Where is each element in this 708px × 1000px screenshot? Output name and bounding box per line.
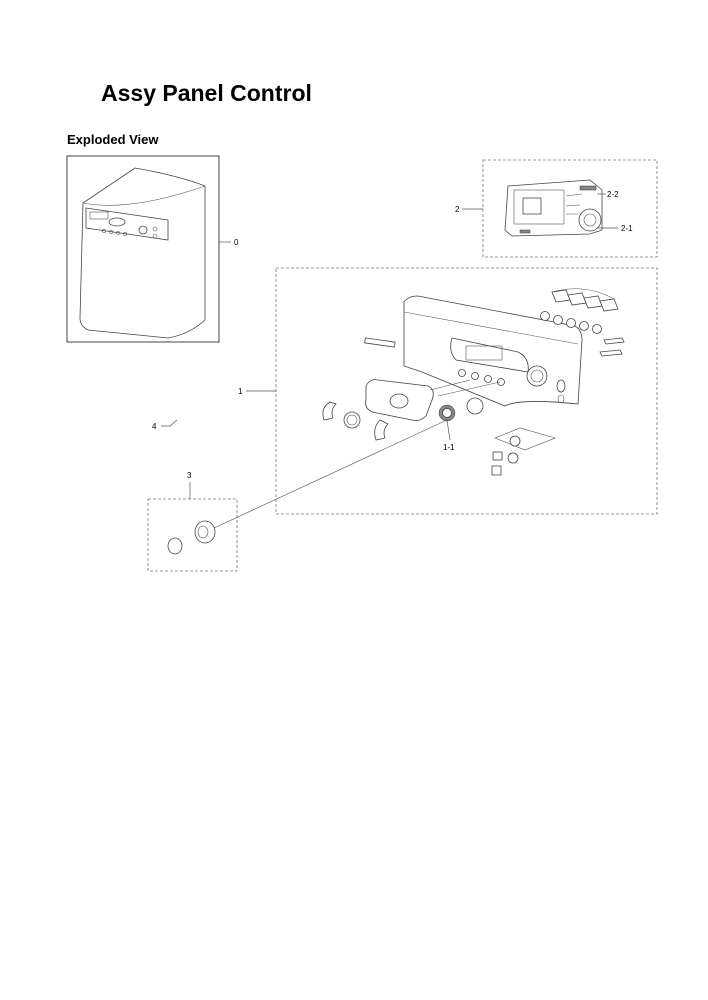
- callout-2-2: 2-2: [607, 190, 619, 199]
- callout-2: 2: [455, 205, 460, 214]
- callout-1-1: 1-1: [443, 443, 455, 452]
- callout-1: 1: [238, 387, 243, 396]
- page-title: Assy Panel Control: [101, 80, 312, 106]
- clip-part: [161, 419, 178, 427]
- callout-2-1: 2-1: [621, 224, 633, 233]
- control-panel-assembly: [246, 267, 658, 515]
- section-title-exploded-view: Exploded View: [67, 132, 159, 147]
- pcb-kit-assembly: [462, 159, 658, 258]
- callout-0: 0: [234, 238, 239, 247]
- callout-3: 3: [187, 471, 192, 480]
- washer-cabinet-assembly: [66, 155, 231, 343]
- callout-4: 4: [152, 422, 157, 431]
- knob-assembly: [147, 419, 448, 572]
